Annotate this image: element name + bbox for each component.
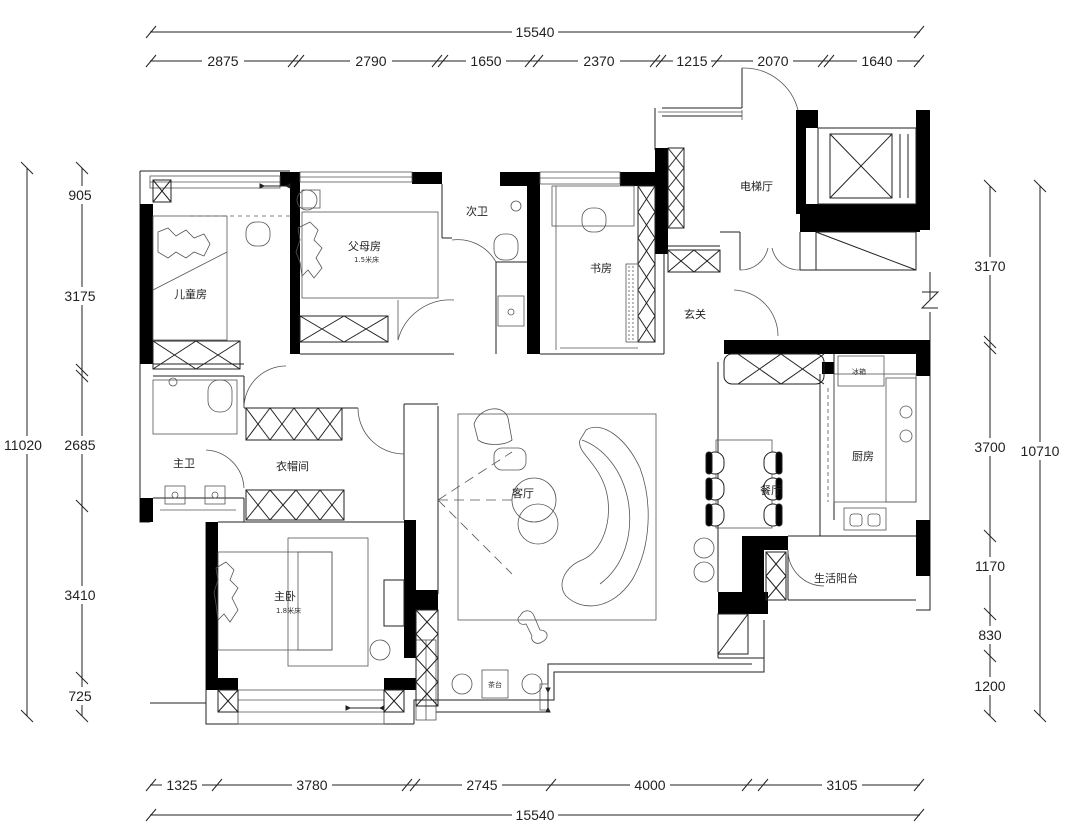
label-parents-bed: 1.5米床	[354, 255, 379, 264]
dining-chairs	[705, 451, 783, 527]
label-study: 书房	[590, 262, 612, 275]
top-dim-6: 2070	[757, 53, 788, 69]
label-kids-room: 儿童房	[174, 287, 207, 301]
right-dim-2: 3700	[974, 439, 1005, 455]
left-dim-5: 725	[68, 688, 92, 704]
room-labels: 电梯厅 次卫 父母房 1.5米床 儿童房 书房 玄关 主卫 衣帽间 客厅 餐厅 …	[173, 180, 874, 689]
top-dim-5: 1215	[676, 53, 707, 69]
label-fridge: 冰箱	[852, 367, 866, 376]
top-dim-3: 1650	[470, 53, 501, 69]
label-tea-table: 茶台	[488, 680, 502, 689]
fixtures	[152, 185, 917, 699]
bed-pillows	[157, 221, 323, 623]
bottom-total-label: 15540	[516, 807, 555, 823]
label-entrance: 玄关	[684, 307, 706, 321]
label-master-bed: 1.8米床	[276, 606, 301, 615]
top-dim-7: 1640	[861, 53, 892, 69]
right-dim-5: 1200	[974, 678, 1005, 694]
right-total-dimension: 10710	[1016, 179, 1066, 723]
right-dim-4: 830	[978, 627, 1002, 643]
top-total-dimension: 15540	[145, 24, 925, 40]
cabinets	[152, 147, 825, 713]
elevator-shaft	[815, 127, 917, 271]
top-segment-dimensions: 2875 2790 1650 2370 1215 2070 1640	[145, 53, 925, 69]
right-total-label: 10710	[1021, 443, 1060, 459]
bottom-dim-2: 3780	[296, 777, 327, 793]
label-wardrobe: 衣帽间	[276, 459, 309, 473]
left-dim-2: 3175	[64, 288, 95, 304]
label-elevator-hall: 电梯厅	[740, 180, 773, 193]
top-total-label: 15540	[516, 24, 555, 40]
left-total-label: 11020	[4, 437, 42, 453]
label-kitchen: 厨房	[852, 450, 874, 463]
bottom-dim-1: 1325	[166, 777, 197, 793]
right-segment-dimensions: 3170 3700 1170 830 1200	[966, 179, 1014, 723]
left-dim-4: 3410	[64, 587, 95, 603]
bottom-total-dimension: 15540	[145, 807, 925, 823]
label-master-bath: 主卫	[173, 457, 195, 470]
label-living: 客厅	[512, 486, 534, 500]
left-total-dimension: 11020	[2, 161, 44, 723]
door-swings	[205, 67, 825, 587]
walls	[140, 110, 930, 690]
label-service-balcony: 生活阳台	[814, 571, 858, 585]
left-segment-dimensions: 905 3175 2685 3410 725	[58, 161, 100, 723]
bottom-dim-5: 3105	[826, 777, 857, 793]
right-dim-1: 3170	[974, 258, 1005, 274]
right-dim-3: 1170	[975, 558, 1005, 574]
label-second-bath: 次卫	[466, 204, 488, 218]
bottom-segment-dimensions: 1325 3780 2745 4000 3105	[145, 777, 925, 793]
label-master-bedroom: 主卧	[274, 590, 296, 603]
bottom-dim-4: 4000	[634, 777, 665, 793]
windows	[149, 110, 743, 725]
top-dim-1: 2875	[207, 53, 238, 69]
top-dim-4: 2370	[583, 53, 614, 69]
left-dim-1: 905	[68, 187, 92, 203]
bottom-dim-3: 2745	[466, 777, 497, 793]
label-parents-room: 父母房	[348, 240, 381, 253]
sliding-window-arrows	[259, 183, 551, 713]
left-dim-3: 2685	[64, 437, 95, 453]
label-dining: 餐厅	[760, 483, 782, 497]
top-dim-2: 2790	[355, 53, 386, 69]
